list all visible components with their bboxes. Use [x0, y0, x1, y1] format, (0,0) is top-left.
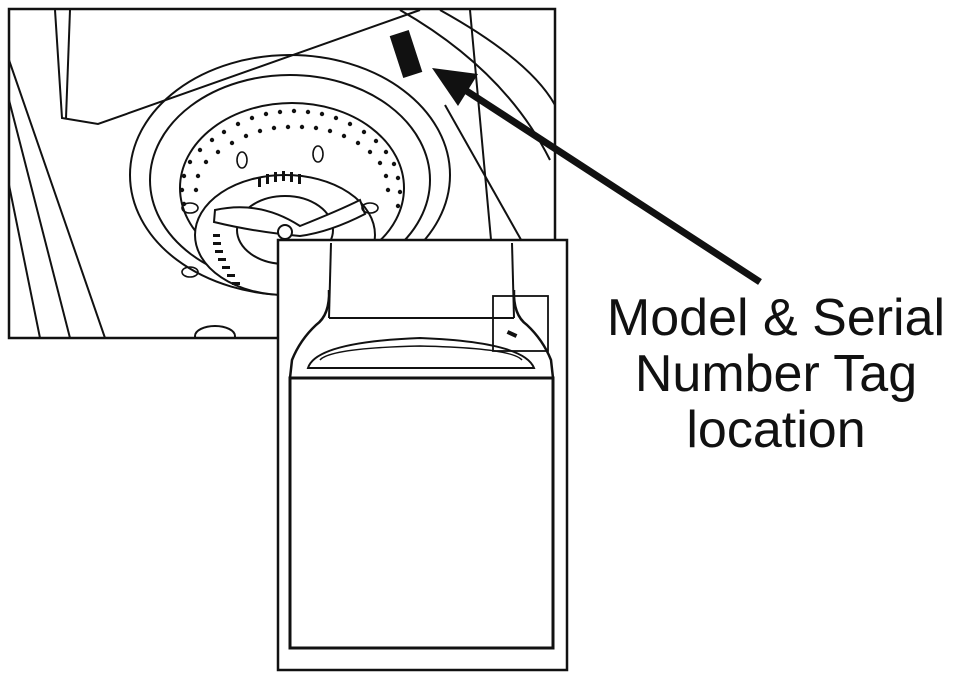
cabinet-front-line	[9, 184, 41, 338]
basket-perforations	[179, 108, 403, 209]
agitator-vane	[212, 198, 367, 238]
callout-line-1: Model & Serial	[606, 289, 946, 347]
callout-line-2: Number Tag	[634, 345, 918, 403]
washer-overview	[276, 238, 569, 672]
agitator-ovals	[181, 145, 379, 278]
console-left	[328, 242, 332, 319]
lid-inner	[319, 345, 523, 361]
model-serial-tag-icon	[389, 29, 423, 79]
console-shoulder-right	[512, 289, 555, 379]
overview-frame	[276, 238, 569, 672]
cabinet-body	[288, 376, 555, 650]
lid	[306, 336, 536, 369]
callout-line-3: location	[686, 401, 866, 459]
lid-panel-edge	[65, 9, 71, 119]
agitator-pin	[277, 224, 293, 240]
detail-marker-box	[492, 295, 549, 352]
mini-tag-icon	[506, 330, 518, 338]
agitator-fins	[213, 171, 301, 285]
console-shoulder-left	[288, 289, 331, 379]
console-right	[511, 242, 515, 319]
callout-arrow-icon	[432, 68, 762, 285]
callout-label: Model & Serial Number Tag location	[586, 290, 966, 458]
drain-hole	[194, 325, 236, 338]
lid-panel	[54, 9, 421, 126]
cabinet-left-edge-2	[9, 99, 71, 338]
cabinet-right-rim-2	[439, 9, 555, 106]
cabinet-right-rim	[399, 9, 551, 161]
cabinet-left-edge	[9, 59, 106, 338]
